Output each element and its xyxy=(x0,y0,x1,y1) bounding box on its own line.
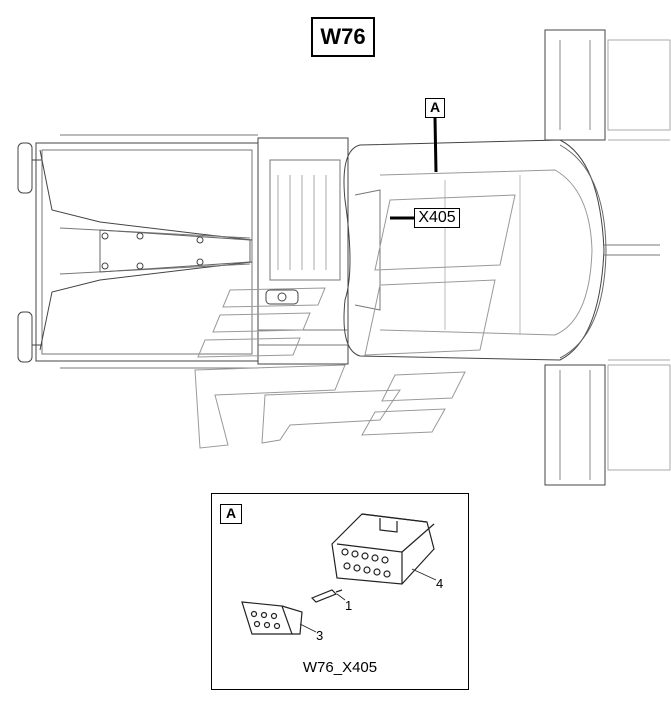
cab-roof xyxy=(343,139,607,361)
callout-a-leader xyxy=(433,117,438,173)
part-number-1: 1 xyxy=(345,598,353,613)
rear-frame xyxy=(17,134,259,369)
page-title: W76 xyxy=(311,17,375,57)
part-number-3: 3 xyxy=(316,628,324,643)
view-callout-a: A xyxy=(425,98,445,118)
seal-part-3 xyxy=(241,601,303,635)
middle-frame xyxy=(257,137,349,365)
watermark-logo xyxy=(194,194,516,449)
detail-view-panel: A xyxy=(211,493,469,690)
part-number-4: 4 xyxy=(436,576,444,591)
detail-view-tag: A xyxy=(220,504,242,524)
connector-label: X405 xyxy=(414,208,460,228)
front-attachment xyxy=(544,29,671,486)
detail-caption: W76_X405 xyxy=(302,659,378,676)
terminal-part-1 xyxy=(310,589,343,603)
connector-exploded-view xyxy=(241,513,437,635)
connector-housing-part-4 xyxy=(331,513,435,585)
